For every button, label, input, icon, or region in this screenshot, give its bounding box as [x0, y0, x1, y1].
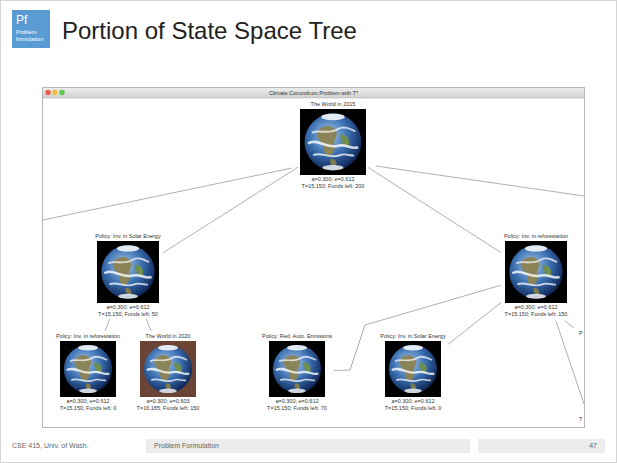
- slide-title: Portion of State Space Tree: [62, 17, 357, 45]
- tree-edge: [105, 319, 110, 331]
- footer-text: Problem Formulation: [154, 439, 462, 453]
- tree-edge: [368, 167, 501, 252]
- state-node: Policy: Red. Auto. Emissions a=0.300; e=0…: [260, 331, 334, 413]
- icon-caption: Problem formulation: [16, 29, 46, 42]
- earth-picture: [509, 245, 562, 298]
- footer-text: CSE 415, Univ. of Wash.: [12, 441, 89, 451]
- earth-picture: [64, 345, 112, 393]
- app-window: Climate Conundrum Problem with T*The Wor…: [42, 87, 585, 428]
- state-heading: Policy: Inv. in Solar Energy: [95, 233, 161, 240]
- earth-picture: [144, 345, 192, 393]
- state-heading: The World in 2020: [135, 333, 201, 340]
- cut-off-heading: P: [579, 330, 583, 337]
- zoom-light: [59, 90, 64, 95]
- state-node: Policy: Inv. in Solar Energy a=0.300; e=0…: [378, 331, 448, 413]
- earth-image: [97, 241, 159, 303]
- section-icon: PfProblem formulation: [12, 10, 50, 48]
- state-values: a=0.300; e=0.612 T=15.150; Funds left: 5…: [95, 304, 161, 317]
- state-values: a=0.300; e=0.612 T=15.150; Funds left: 2…: [300, 176, 366, 189]
- window-title-bar: [43, 88, 584, 98]
- image-ground: [60, 341, 116, 397]
- offscreen-branch: [565, 321, 574, 328]
- footer-band: 47: [478, 439, 605, 453]
- state-values: a=0.300; e=0.612 T=15.150; Funds left: 0: [380, 398, 446, 411]
- image-ground: [97, 241, 159, 303]
- image-ground: [505, 241, 567, 303]
- earth-image: [140, 341, 196, 397]
- state-heading: Policy: Inv. in reforestation: [55, 333, 121, 340]
- state-heading: The World in 2015: [300, 101, 366, 108]
- earth-image: [269, 341, 325, 397]
- earth-picture: [305, 114, 362, 171]
- earth-image: [60, 341, 116, 397]
- offscreen-branch: [43, 168, 292, 220]
- earth-image: [385, 341, 441, 397]
- earth-picture: [273, 345, 321, 393]
- state-node: Policy: Inv. in Solar Energy a=0.300; e=0…: [93, 231, 163, 319]
- state-heading: Policy: Inv. in reforestation: [503, 233, 569, 240]
- earth-picture: [389, 345, 437, 393]
- state-values: a=0.300; e=0.612 T=15.150; Funds left: 1…: [503, 304, 569, 317]
- minimize-light: [52, 90, 57, 95]
- footer-band: Problem Formulation: [146, 439, 470, 453]
- title-bar-rule: [43, 98, 584, 99]
- tree-edge: [448, 303, 501, 345]
- earth-picture: [101, 245, 154, 298]
- state-heading: Policy: Inv. in Solar Energy: [380, 333, 446, 340]
- image-ground: [269, 341, 325, 397]
- footer-text: 47: [486, 439, 597, 453]
- state-values: a=0.300; e=0.612 T=15.150; Funds left: 7…: [264, 398, 330, 411]
- offscreen-branch: [376, 166, 584, 196]
- offscreen-branch: [556, 321, 584, 404]
- earth-image: [300, 109, 366, 175]
- close-light: [45, 90, 50, 95]
- tree-edge: [163, 167, 298, 253]
- state-node: Policy: Inv. in reforestation a=0.300; e=…: [501, 231, 571, 319]
- image-ground: [300, 109, 366, 175]
- state-node: The World in 2015 a=0.300; e=0.612 T=15.1…: [298, 99, 368, 191]
- image-ground: [140, 341, 196, 397]
- state-heading: Policy: Red. Auto. Emissions: [262, 333, 332, 340]
- image-ground: [385, 341, 441, 397]
- icon-code: Pf: [16, 13, 46, 27]
- state-values: a=0.300; e=0.612 T=15.150; Funds left: 0: [55, 398, 121, 411]
- tree-edge: [146, 319, 151, 331]
- state-values: a=0.300; e=0.603 T=16.185; Funds left: 1…: [135, 398, 201, 411]
- earth-image: [505, 241, 567, 303]
- window-title: Climate Conundrum Problem with T*: [43, 88, 584, 98]
- cut-off-values: T: [579, 416, 582, 423]
- state-node: Policy: Inv. in reforestation a=0.300; e=…: [53, 331, 123, 413]
- state-node: The World in 2020 a=0.300; e=0.603 T=16.1…: [133, 331, 203, 413]
